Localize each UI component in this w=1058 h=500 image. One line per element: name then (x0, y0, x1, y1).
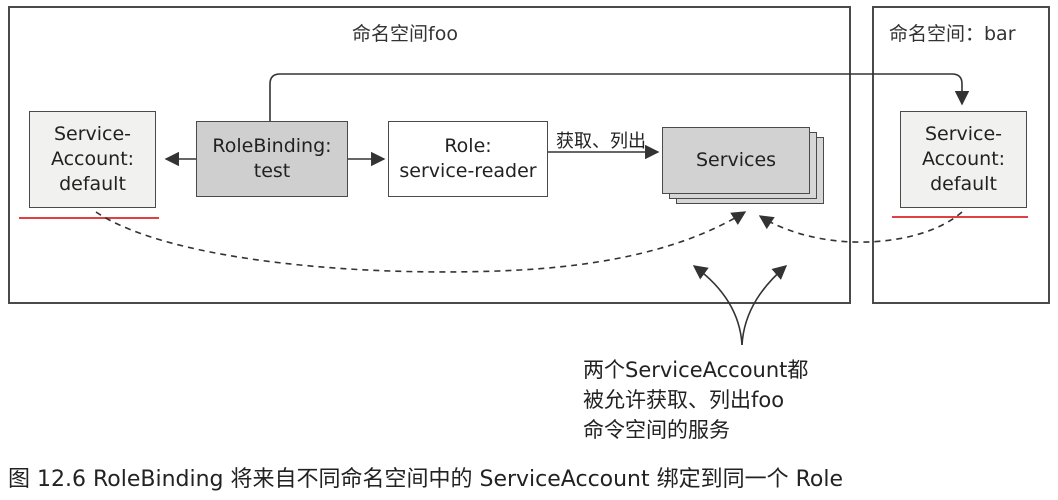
serviceaccount-foo-line-2: Account: (50, 148, 135, 170)
annotation-line-3: 命令空间的服务 (583, 418, 730, 442)
serviceaccount-foo-node: Service- Account: default (29, 111, 156, 208)
serviceaccount-bar-line-1: Service- (924, 123, 1003, 145)
serviceaccount-bar-line-3: default (930, 173, 997, 195)
annotation-pointer-right (741, 265, 788, 346)
serviceaccount-bar-node: Service- Account: default (900, 111, 1027, 208)
serviceaccount-foo-line-3: default (59, 173, 126, 195)
edge-sa-foo-to-services (95, 211, 747, 273)
figure-caption: 图 12.6 RoleBinding 将来自不同命名空间中的 ServiceAc… (8, 467, 844, 492)
serviceaccount-foo-line-1: Service- (53, 123, 132, 145)
services-node: Services (662, 127, 810, 194)
annotation-pointer-left (692, 265, 743, 346)
serviceaccount-bar-line-2: Account: (921, 148, 1006, 170)
serviceaccount-foo-highlight (19, 217, 159, 219)
services-label: Services (695, 149, 777, 171)
role-to-services-label: 获取、列出 (556, 131, 646, 152)
edge-sa-bar-to-services (758, 211, 963, 243)
role-node: Role: service-reader (388, 121, 548, 197)
edge-rolebinding-to-sa-bar (269, 73, 970, 121)
annotation-line-1: 两个ServiceAccount都 (583, 358, 809, 382)
rolebinding-line-1: RoleBinding: (212, 135, 332, 157)
role-line-1: Role: (444, 135, 492, 157)
rolebinding-node: RoleBinding: test (196, 121, 348, 197)
annotation-line-2: 被允许获取、列出foo (583, 388, 785, 412)
role-line-2: service-reader (399, 160, 537, 182)
annotation-text: 两个ServiceAccount都 被允许获取、列出foo 命令空间的服务 (583, 355, 808, 445)
serviceaccount-bar-highlight (892, 216, 1028, 218)
namespace-bar-title: 命名空间：bar (889, 23, 1016, 45)
namespace-foo-title: 命名空间foo (352, 23, 458, 45)
rolebinding-line-2: test (253, 160, 291, 182)
